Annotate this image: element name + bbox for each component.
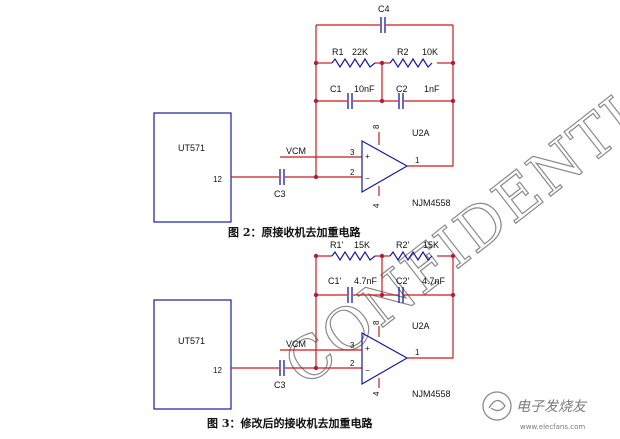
logo-circle-icon bbox=[482, 391, 512, 421]
r1-value: 22K bbox=[352, 47, 368, 57]
c2-value: 1nF bbox=[424, 84, 440, 94]
pin3-label-2: 3 bbox=[350, 341, 355, 350]
capacitor-c3 bbox=[279, 169, 285, 185]
c2-prime-value: 4.7nF bbox=[422, 276, 446, 286]
pin1-label-2: 1 bbox=[415, 348, 420, 357]
minus-sign: − bbox=[365, 174, 370, 183]
r2-name: R2 bbox=[397, 47, 409, 57]
capacitor-c1-prime bbox=[347, 287, 353, 303]
capacitor-c1 bbox=[347, 93, 353, 109]
c3-label: C3 bbox=[274, 189, 286, 199]
pin12-label-2: 12 bbox=[213, 366, 222, 375]
plus-sign-2: + bbox=[365, 344, 370, 353]
resistor-r1 bbox=[331, 57, 376, 69]
c1-prime-name: C1' bbox=[328, 276, 342, 286]
pin2-label-2: 2 bbox=[350, 359, 355, 368]
c1-name: C1 bbox=[330, 84, 342, 94]
u2a-label: U2A bbox=[412, 128, 430, 138]
logo-text: 电子发烧友 bbox=[516, 399, 588, 415]
logo-url: www.elecfans.com bbox=[520, 423, 585, 431]
c4-label: C4 bbox=[378, 4, 390, 14]
ut571-label: UT571 bbox=[178, 143, 205, 153]
r2-prime-value: 15K bbox=[423, 240, 439, 250]
capacitor-c2 bbox=[398, 93, 404, 109]
opamp-u2a bbox=[361, 139, 409, 194]
circuit-original: UT571 12 C3 VCM + − 3 2 8 4 U2A NJM4558 … bbox=[153, 4, 456, 239]
c2-name: C2 bbox=[396, 84, 408, 94]
resistor-r2 bbox=[389, 57, 433, 69]
capacitor-c2-prime bbox=[398, 287, 404, 303]
circuit-modified: UT571 12 C3 VCM + − 3 2 8 4 U2A NJM4558 … bbox=[153, 240, 456, 430]
pin1-label: 1 bbox=[415, 156, 420, 165]
capacitor-c3-2 bbox=[279, 360, 285, 376]
ut571-block bbox=[153, 112, 232, 223]
ut571-label-2: UT571 bbox=[178, 336, 205, 346]
figure-2-caption: 图 2：原接收机去加重电路 bbox=[228, 225, 361, 239]
r1-prime-value: 15K bbox=[354, 240, 370, 250]
pin2-label: 2 bbox=[350, 168, 355, 177]
pin8-label: 8 bbox=[372, 124, 381, 129]
pin3-label: 3 bbox=[350, 148, 355, 157]
vcm-label: VCM bbox=[286, 146, 306, 156]
watermark-text: CONFIDENTIAL bbox=[272, 31, 620, 399]
plus-sign: + bbox=[365, 152, 370, 161]
c1-prime-value: 4.7nF bbox=[354, 276, 378, 286]
pin4-label: 4 bbox=[372, 203, 381, 208]
r1-name: R1 bbox=[332, 47, 344, 57]
part-label-2: NJM4558 bbox=[412, 389, 451, 399]
opamp-u2a-2 bbox=[361, 331, 409, 386]
pin12-label: 12 bbox=[213, 175, 222, 184]
c3-label-2: C3 bbox=[274, 380, 286, 390]
resistor-r1-prime bbox=[331, 250, 376, 262]
minus-sign-2: − bbox=[365, 366, 370, 375]
figure-3-caption: 图 3：修改后的接收机去加重电路 bbox=[207, 416, 373, 430]
r2-value: 10K bbox=[422, 47, 438, 57]
r2-prime-name: R2' bbox=[396, 240, 410, 250]
pin8-label-2: 8 bbox=[372, 320, 381, 325]
capacitor-c4 bbox=[380, 17, 386, 33]
c1-value: 10nF bbox=[354, 84, 375, 94]
part-label: NJM4558 bbox=[412, 198, 451, 208]
watermark-logo: 电子发烧友 www.elecfans.com bbox=[482, 391, 588, 431]
u2a-label-2: U2A bbox=[412, 321, 430, 331]
r1-prime-name: R1' bbox=[330, 240, 344, 250]
vcm-label-2: VCM bbox=[286, 339, 306, 349]
resistor-r2-prime bbox=[389, 250, 433, 262]
c2-prime-name: C2' bbox=[396, 276, 410, 286]
pin4-label-2: 4 bbox=[372, 391, 381, 396]
ut571-block-2 bbox=[153, 299, 232, 410]
